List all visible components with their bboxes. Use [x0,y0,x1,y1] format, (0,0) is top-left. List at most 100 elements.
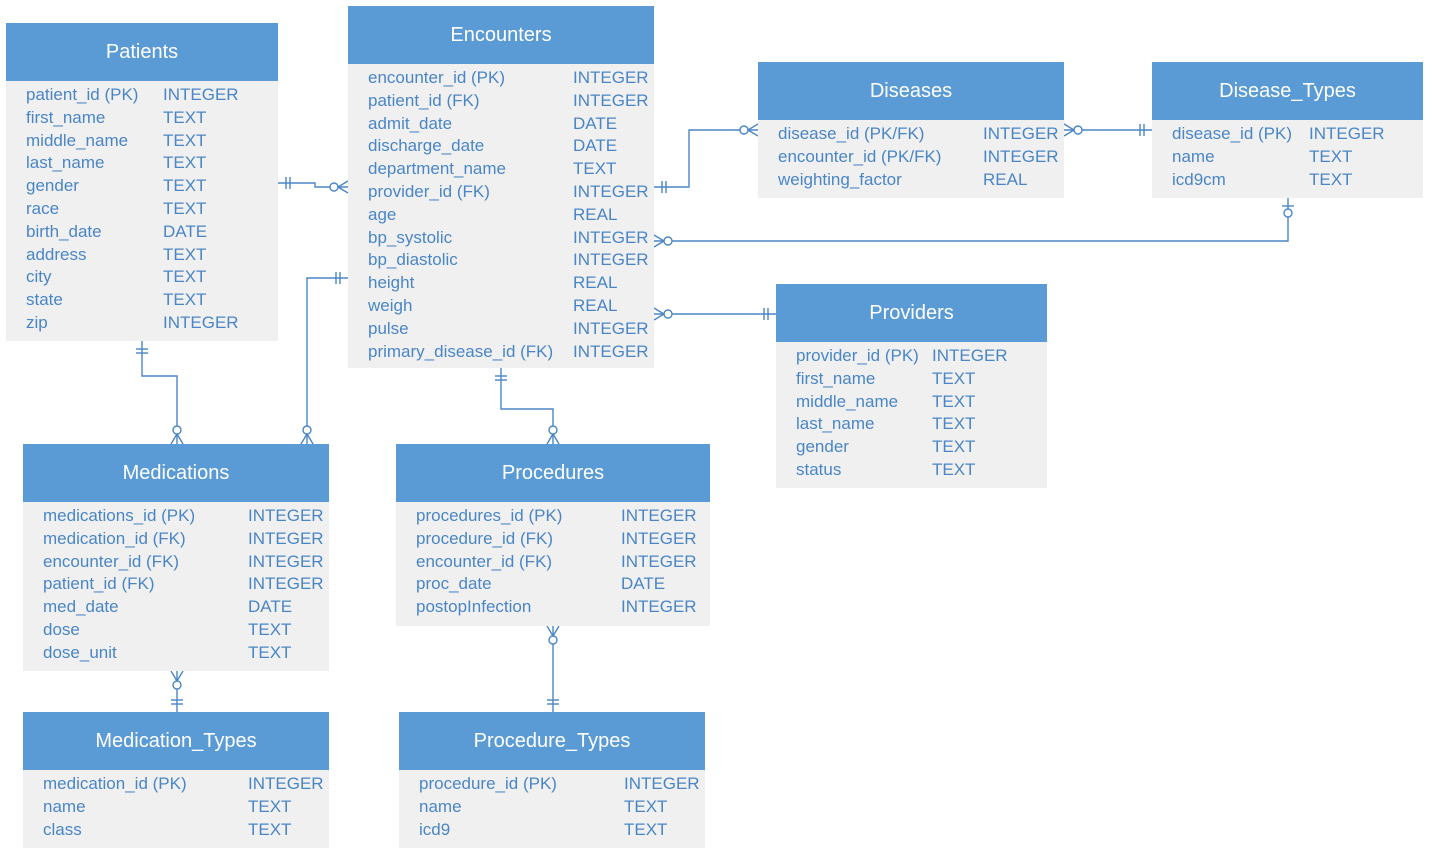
field-type: DATE [621,574,666,594]
encounters-medications-line [306,277,348,444]
field-name: middle_name [26,130,129,150]
field-row: medications_id (PK)INTEGER [23,505,329,528]
field-type: INTEGER [932,346,1008,365]
field-name: race [26,198,60,218]
field-name: bp_diastolic [368,250,458,270]
field-type: TEXT [932,437,976,457]
field-row: pulse INTEGER [348,318,654,341]
zero-or-many-marker [170,425,184,445]
zero-or-many-marker [653,307,673,321]
medication-types-table[interactable]: Medication_Types medication_id (PK)INTEG… [23,712,329,848]
field-type: INTEGER [248,574,324,594]
field-row: encounter_id (PK/FK)INTEGER [758,146,1064,169]
field-type: INTEGER [621,506,697,525]
field-row: middle_name TEXT [6,130,278,153]
field-row: procedure_id (FK) INTEGER [396,528,710,551]
field-name: last_name [796,414,875,434]
field-type: TEXT [163,267,207,287]
field-row: postopInfection INTEGER [396,596,710,619]
field-row: patient_id (FK)INTEGER [23,573,329,596]
field-type: TEXT [248,819,292,839]
field-type: TEXT [624,796,668,816]
field-name: dose_unit [43,642,117,662]
zero-or-many-marker [1063,123,1083,137]
field-name: encounter_id (PK) [368,68,506,87]
field-name: postopInfection [416,597,532,617]
field-type: INTEGER [573,318,649,338]
encounters-table-title: Encounters [348,6,654,64]
procedure-types-table-title: Procedure_Types [399,712,705,770]
zero-or-many-marker [329,180,349,194]
field-name: gender [796,437,849,457]
field-type: INTEGER [573,250,649,270]
field-row: encounter_id (FK)INTEGER [23,551,329,574]
zero-or-many-marker [170,670,184,690]
zero-or-one-marker [1282,205,1294,218]
field-name: encounter_id (FK) [416,551,553,571]
field-type: TEXT [163,130,207,150]
field-type: INTEGER [1309,124,1385,143]
field-type: DATE [163,221,208,241]
field-name: disease_id (PK) [1172,124,1293,143]
field-name: name [419,796,462,816]
zero-or-many-marker [546,625,560,645]
field-name: primary_disease_id (FK) [368,341,554,361]
field-name: class [43,819,82,839]
field-row: class TEXT [23,819,329,842]
encounters-diseases-line [654,129,758,188]
field-type: INTEGER [621,597,697,617]
patients-medications-line [141,341,178,444]
field-name: med_date [43,597,119,617]
zero-or-many-marker [653,234,673,248]
field-name: city [26,267,52,287]
field-name: pulse [368,318,409,338]
field-type: TEXT [624,819,668,839]
field-type: INTEGER [621,528,697,548]
field-row: name TEXT [399,796,705,819]
zero-or-many-marker [739,123,759,137]
field-row: race TEXT [6,198,278,221]
providers-table-title: Providers [776,284,1047,342]
field-name: procedure_id (FK) [416,528,554,548]
field-row: encounter_id (FK)INTEGER [396,551,710,574]
field-row: medication_id (PK)INTEGER [23,773,329,796]
field-name: name [43,796,86,816]
one-and-only-one-marker [547,699,559,705]
procedure-types-table[interactable]: Procedure_Types procedure_id (PK)INTEGER… [399,712,705,848]
field-name: middle_name [796,391,899,411]
one-and-only-one-marker [763,308,769,320]
field-row: name TEXT [23,796,329,819]
field-type: REAL [573,204,618,224]
field-type: TEXT [248,619,292,639]
disease-types-encounters-line [654,198,1289,242]
field-name: medication_id (FK) [43,528,186,548]
field-type: TEXT [248,796,292,816]
field-type: TEXT [163,198,207,218]
